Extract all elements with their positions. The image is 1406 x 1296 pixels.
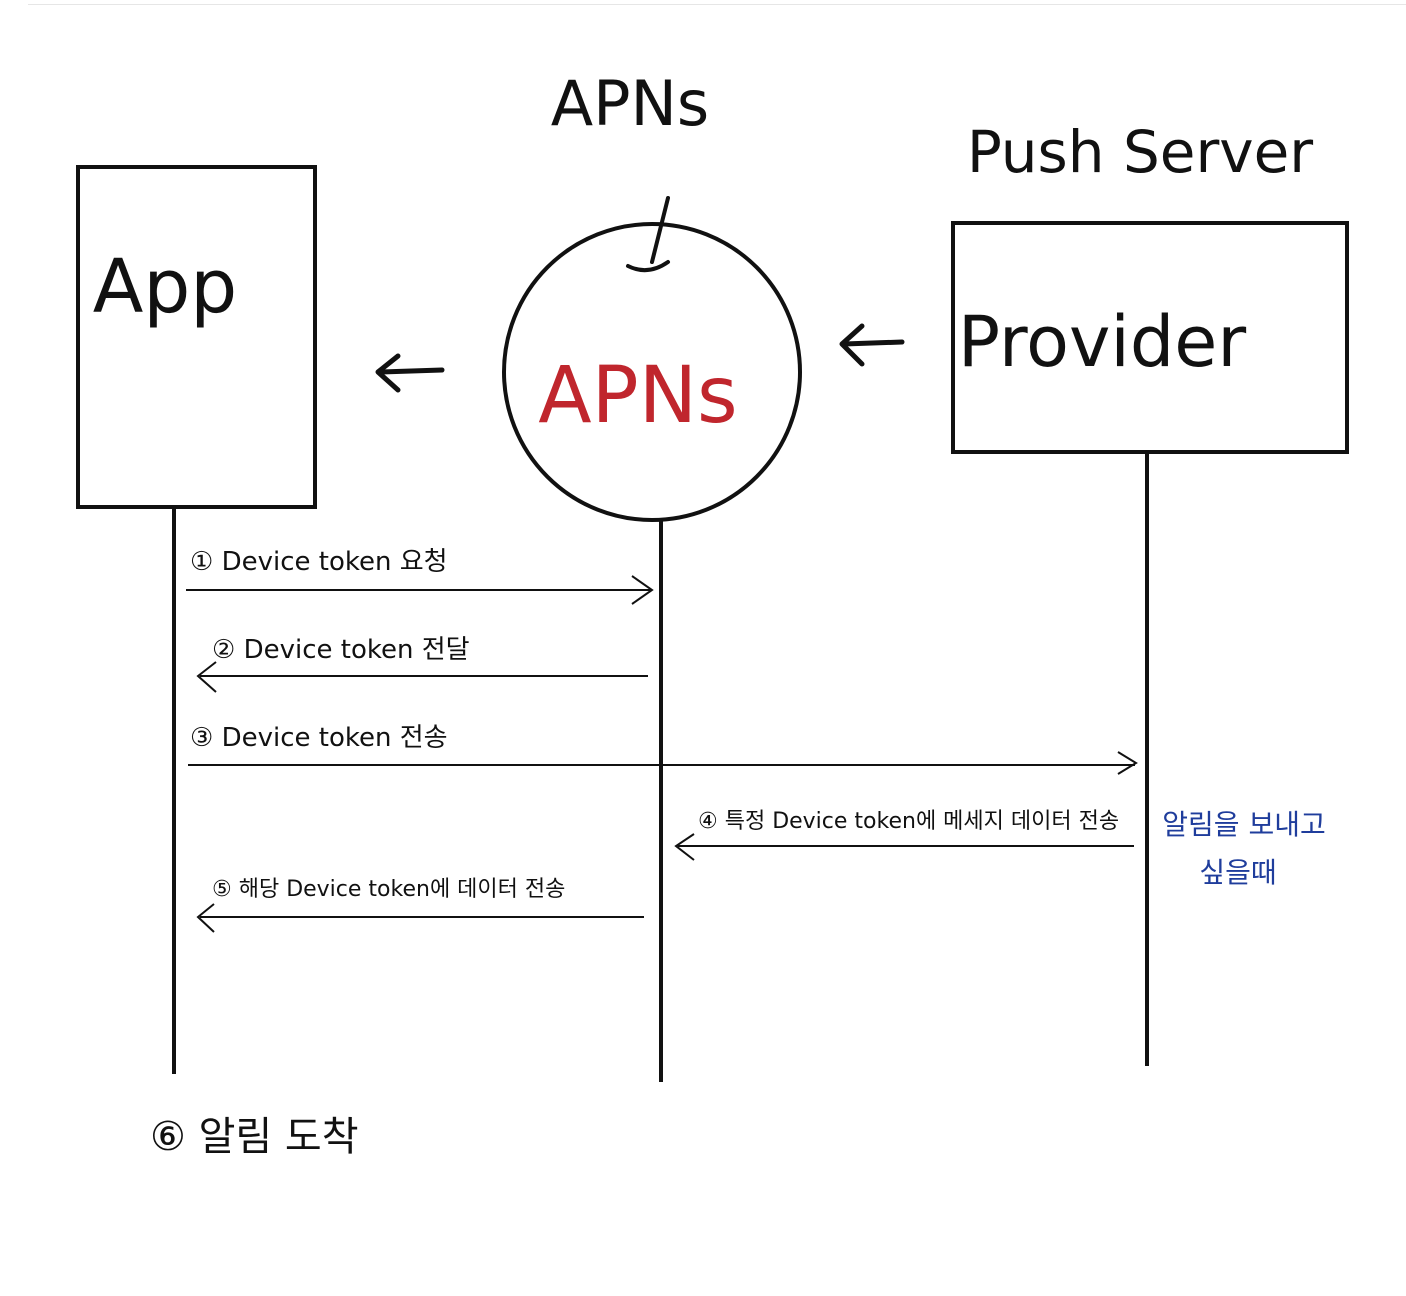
message-4: ④ 특정 Device token에 메세지 데이터 전송 — [674, 809, 1134, 861]
note-line-1: 알림을 보내고 — [1162, 808, 1325, 841]
message-5-arrowhead — [196, 903, 215, 933]
arrow-apns-to-app — [375, 353, 445, 393]
message-4-label: ④ 특정 Device token에 메세지 데이터 전송 — [698, 809, 1119, 834]
message-5: ⑤ 해당 Device token에 데이터 전송 — [196, 877, 644, 933]
message-1: ① Device token 요청 — [186, 547, 654, 605]
top-divider — [28, 4, 1406, 5]
apns-header-label: APNs — [551, 67, 709, 140]
message-5-label: ⑤ 해당 Device token에 데이터 전송 — [212, 877, 565, 902]
message-3: ③ Device token 전송 — [188, 723, 1138, 775]
provider-box — [951, 221, 1349, 454]
app-box — [76, 165, 317, 509]
antenna-mark — [626, 196, 670, 273]
message-3-label: ③ Device token 전송 — [190, 723, 448, 753]
apns-circle — [502, 222, 802, 522]
arrow-provider-to-apns — [839, 323, 905, 367]
push-server-header-label: Push Server — [967, 118, 1313, 186]
message-1-arrowhead — [631, 575, 654, 605]
message-2: ② Device token 전달 — [196, 635, 648, 693]
provider-label: Provider — [958, 301, 1246, 383]
app-label: App — [93, 244, 238, 330]
message-3-arrowhead — [1117, 751, 1138, 775]
message-4-arrowhead — [674, 833, 695, 861]
note-line-2: 싶을때 — [1199, 856, 1276, 889]
apns-label: APNs — [538, 351, 737, 441]
footer-label: ⑥ 알림 도착 — [150, 1114, 359, 1160]
message-2-label: ② Device token 전달 — [212, 635, 470, 665]
message-1-label: ① Device token 요청 — [190, 547, 448, 577]
message-2-arrowhead — [196, 661, 217, 693]
